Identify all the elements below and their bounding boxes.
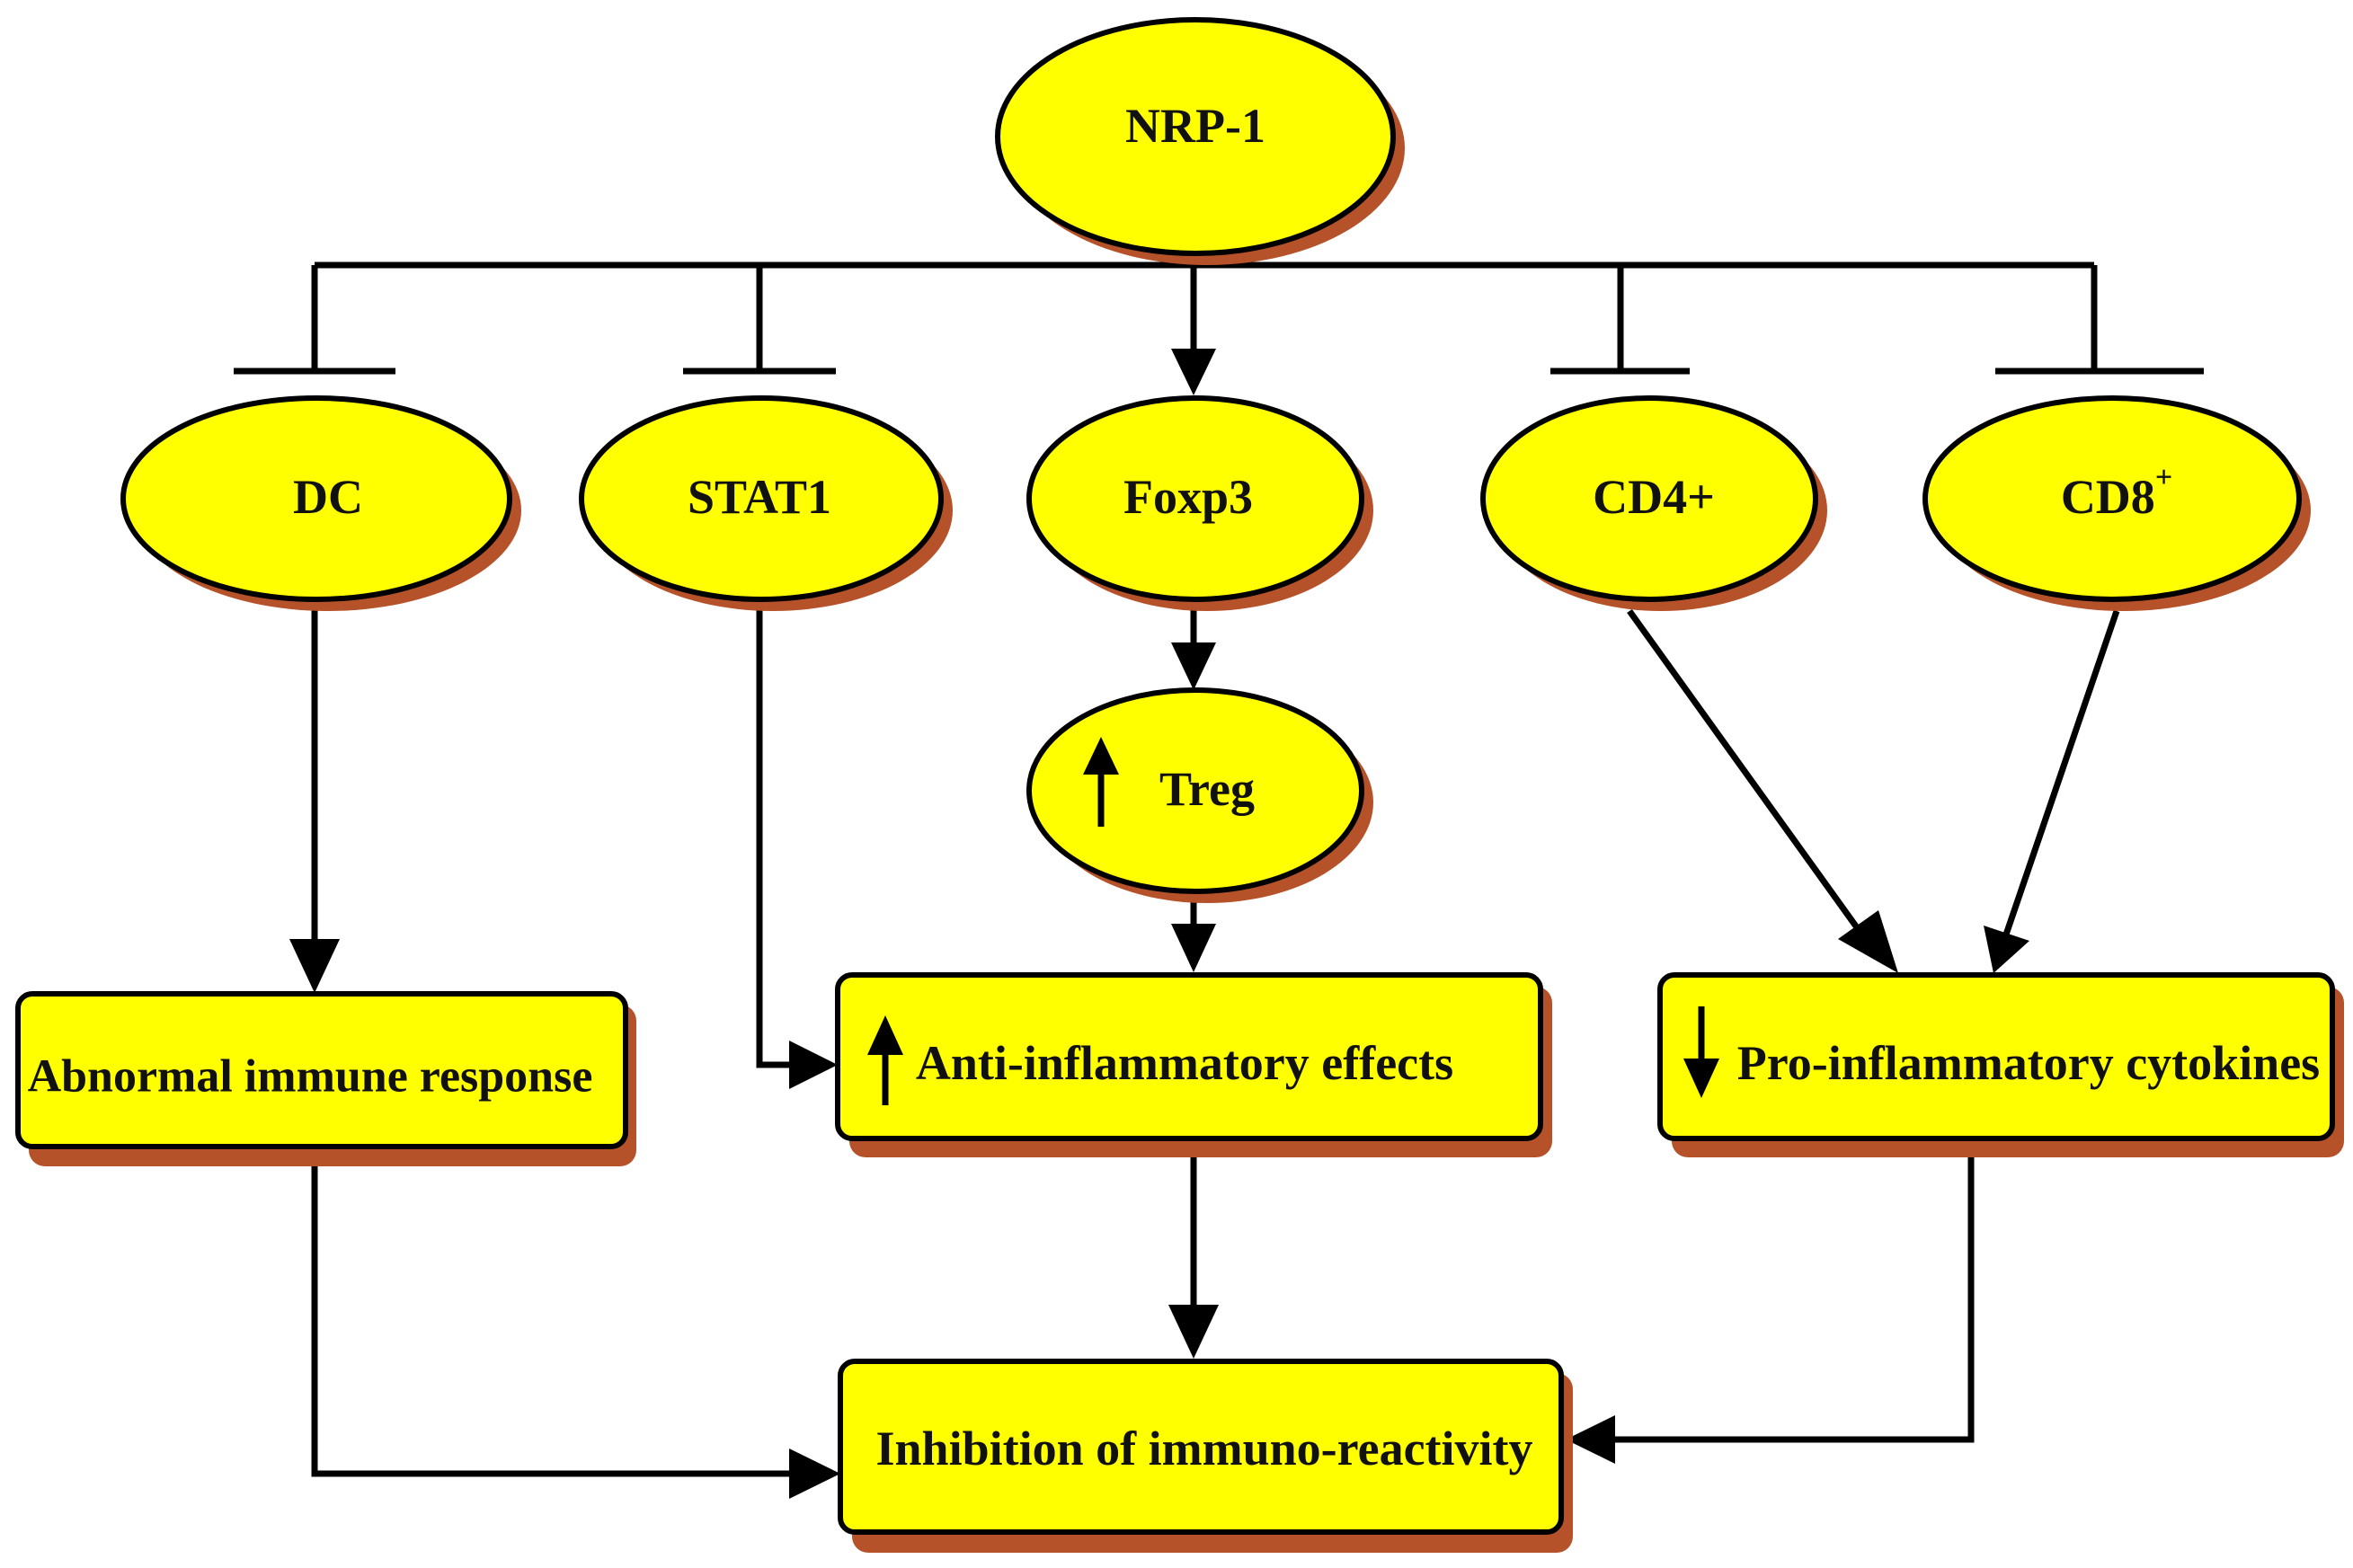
arrowhead-pro-cd4 [1838,910,1898,973]
node-cd4: CD4+ [1480,395,1827,611]
anti-label: Anti-inflammatory effects [916,1036,1453,1090]
node-stat1: STAT1 [579,395,953,611]
edge-cd4-pro [1627,608,1861,933]
up-arrow-icon [867,1015,903,1105]
treg-ellipse [1026,687,1364,894]
abnormal-label: Abnormal immune response [28,1051,593,1103]
arrowhead-abnormal [289,939,340,993]
node-abnormal: Abnormal immune response [15,991,636,1166]
inhibition-label: Inhibition of immuno-reactivity [875,1422,1532,1475]
inhibition-box [838,1359,1564,1535]
cd8-label-main: CD8 [2061,470,2155,524]
foxp3-ellipse [1026,395,1364,602]
cd4-label: CD4+ [1593,470,1715,524]
down-arrow-icon [1683,1006,1719,1098]
edge-pro-inhibition [1613,1141,1975,1443]
cd8-label-superscript: + [2155,461,2172,494]
foxp3-label: Foxp3 [1123,470,1253,524]
cd4-ellipse [1480,395,1818,602]
anti-box [835,972,1543,1141]
arrowhead-anti-left [789,1041,838,1089]
arrowhead-inhibition-top [1168,1305,1219,1359]
arrowhead-pro-cd8 [1984,926,2029,973]
connectors [234,256,2204,1499]
node-nrp1: NRP-1 [995,17,1405,265]
cd8-label: CD8+ [2061,461,2172,525]
arrowhead-inhibition-right [1566,1415,1615,1464]
dc-ellipse [120,395,512,602]
node-treg: Treg [1026,687,1373,903]
node-dc: DC [120,395,521,611]
treg-label: Treg [1159,762,1255,816]
cd8-ellipse [1922,395,2302,602]
edge-abnormal-inhibition [311,1150,791,1477]
up-arrow-icon [1083,737,1119,827]
abnormal-box [15,991,628,1149]
pro-label: Pro-inflammatory cytokines [1737,1036,2320,1090]
arrowhead-foxp3 [1171,349,1216,395]
dc-label: DC [293,470,363,524]
node-inhibition: Inhibition of immuno-reactivity [838,1359,1573,1553]
arrowhead-anti-top [1171,924,1216,972]
node-anti: Anti-inflammatory effects [835,972,1552,1157]
edge-stat1-anti [756,607,791,1068]
edge-cd8-pro [2002,609,2120,936]
arrowhead-treg [1171,642,1216,690]
stat1-ellipse [579,395,944,602]
node-pro: Pro-inflammatory cytokines [1657,972,2344,1157]
nrp1-label: NRP-1 [1125,99,1265,153]
arrowhead-inhibition-left [789,1448,840,1499]
node-foxp3: Foxp3 [1026,395,1373,611]
pro-box [1657,972,2335,1141]
stat1-label: STAT1 [688,470,831,524]
nrp1-ellipse [995,17,1396,256]
node-cd8: CD8+ [1922,395,2311,611]
